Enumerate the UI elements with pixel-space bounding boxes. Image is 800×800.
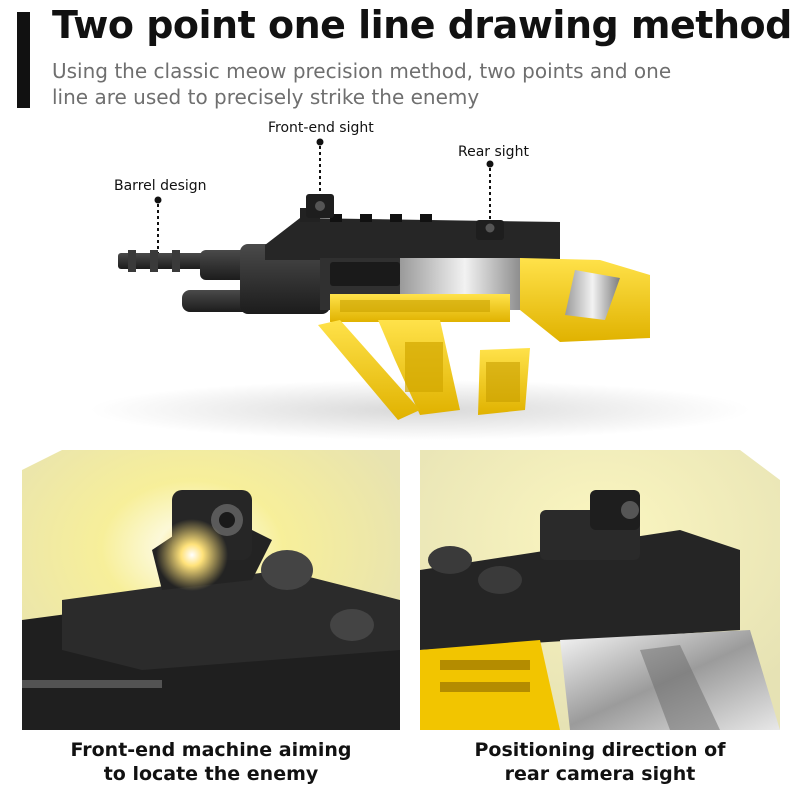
caption-front-line-2: to locate the enemy <box>103 763 319 785</box>
front-sight-leader-dot <box>316 138 324 146</box>
caption-rear-line-1: Positioning direction of <box>474 739 726 761</box>
callout-rear-sight: Rear sight <box>458 144 529 160</box>
detail-panel-rear-sight <box>420 450 780 730</box>
front-sight-closeup <box>22 450 400 730</box>
upper-receiver <box>265 218 560 260</box>
subtitle-line-1: Using the classic meow precision method,… <box>52 59 672 83</box>
caption-rear-line-2: rear camera sight <box>504 763 696 785</box>
barrel-tip <box>118 253 208 269</box>
barrel-leader-dot <box>154 196 162 204</box>
page-title: Two point one line drawing method <box>52 3 792 47</box>
hero-product-image <box>0 110 800 450</box>
rear-sight-closeup <box>420 450 780 730</box>
caption-rear-sight: Positioning direction of rear camera sig… <box>420 738 780 786</box>
lens-flare <box>156 519 228 591</box>
rear-sight-leader-dot <box>486 160 494 168</box>
toy-blaster-illustration <box>90 138 750 440</box>
callout-barrel-design: Barrel design <box>114 178 207 194</box>
callout-front-end-sight: Front-end sight <box>268 120 374 136</box>
caption-front-line-1: Front-end machine aiming <box>70 739 352 761</box>
trigger-guard <box>318 320 420 420</box>
barrel-housing <box>240 244 330 314</box>
title-accent-bar <box>17 12 30 108</box>
detail-panel-front-sight <box>22 450 400 730</box>
subtitle-line-2: line are used to precisely strike the en… <box>52 85 480 109</box>
page-subtitle: Using the classic meow precision method,… <box>52 58 712 110</box>
stock-chrome-detail <box>565 270 620 320</box>
caption-front-sight: Front-end machine aiming to locate the e… <box>22 738 400 786</box>
